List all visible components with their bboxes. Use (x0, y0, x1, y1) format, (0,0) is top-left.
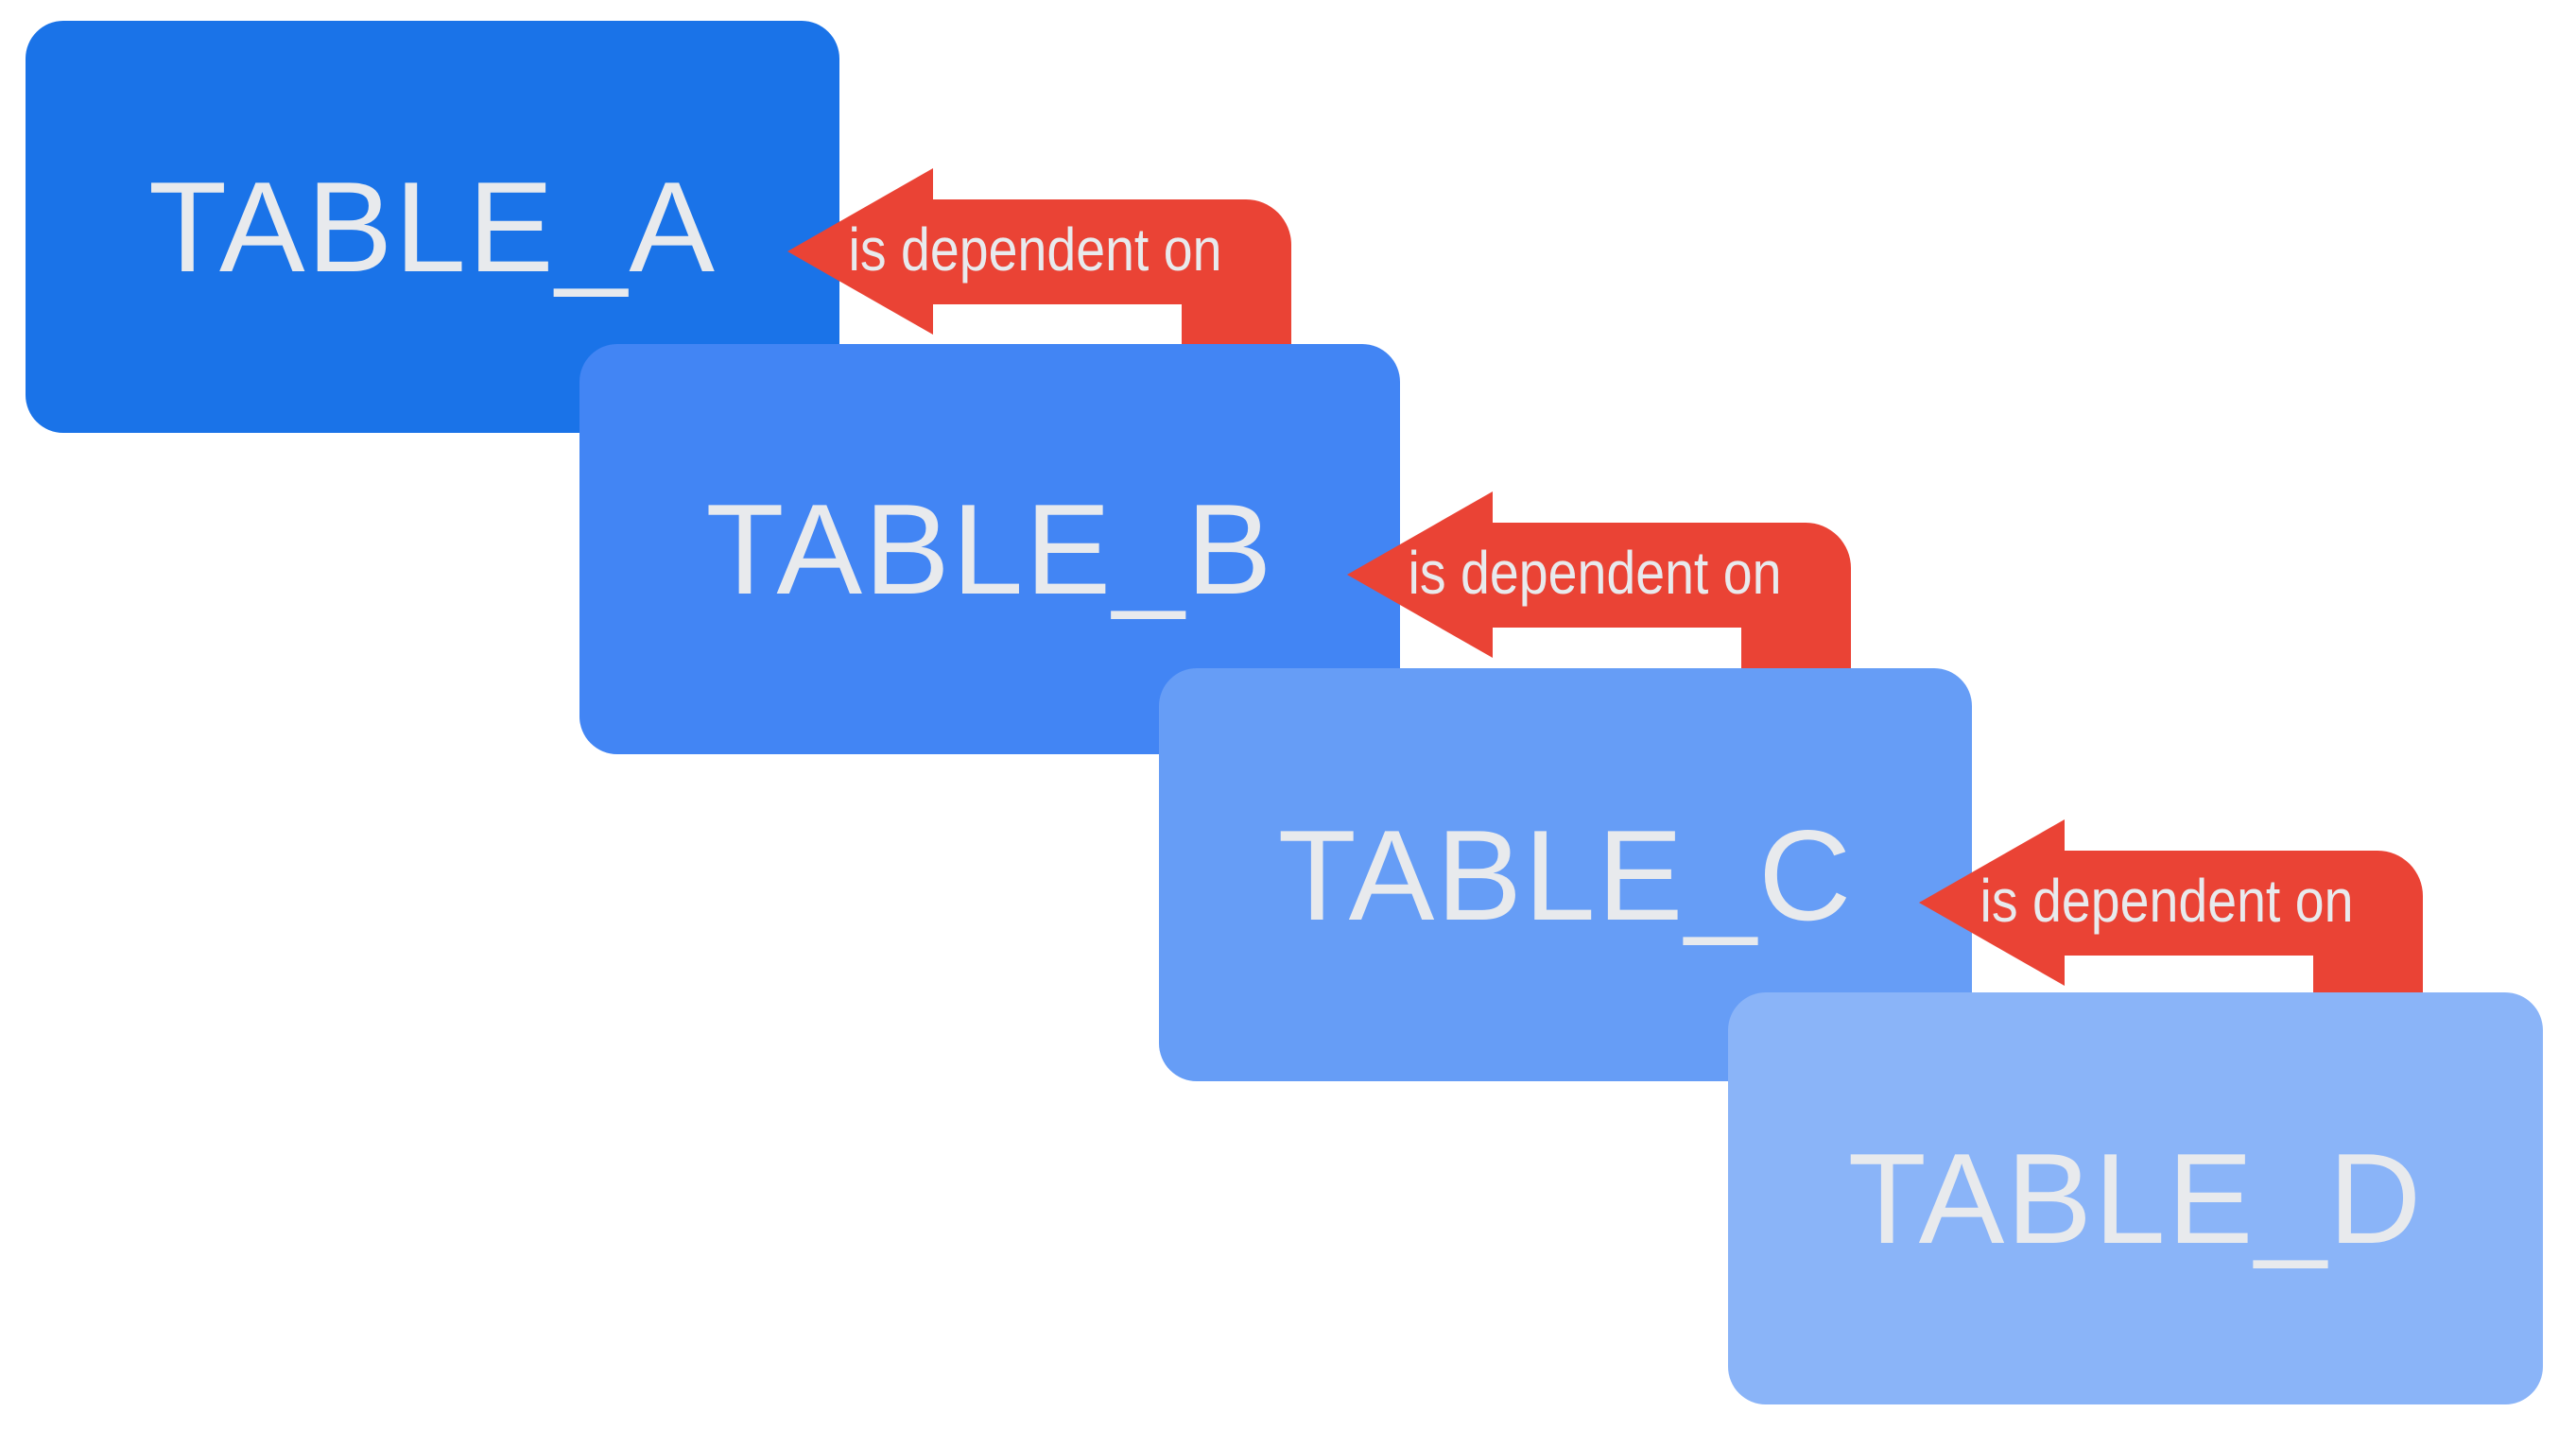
dependency-arrow-label: is dependent on (1409, 539, 1782, 607)
dependency-arrow-label: is dependent on (1980, 867, 2354, 935)
left-arrow-icon (1347, 491, 1851, 690)
left-arrow-icon (787, 168, 1291, 367)
dependency-arrow-label: is dependent on (849, 215, 1222, 284)
dependency-arrow-c-to-b: is dependent on (1347, 491, 1851, 690)
table-a-label: TABLE_A (147, 155, 717, 299)
dependency-arrow-d-to-c: is dependent on (1919, 819, 2423, 1018)
table-d-label: TABLE_D (1847, 1127, 2424, 1270)
table-d-box: TABLE_D (1728, 992, 2543, 1404)
table-a-box: TABLE_A (26, 21, 839, 433)
left-arrow-icon (1919, 819, 2423, 1018)
table-b-label: TABLE_B (705, 477, 1274, 621)
dependency-arrow-b-to-a: is dependent on (787, 168, 1291, 367)
table-c-label: TABLE_C (1277, 802, 1854, 947)
